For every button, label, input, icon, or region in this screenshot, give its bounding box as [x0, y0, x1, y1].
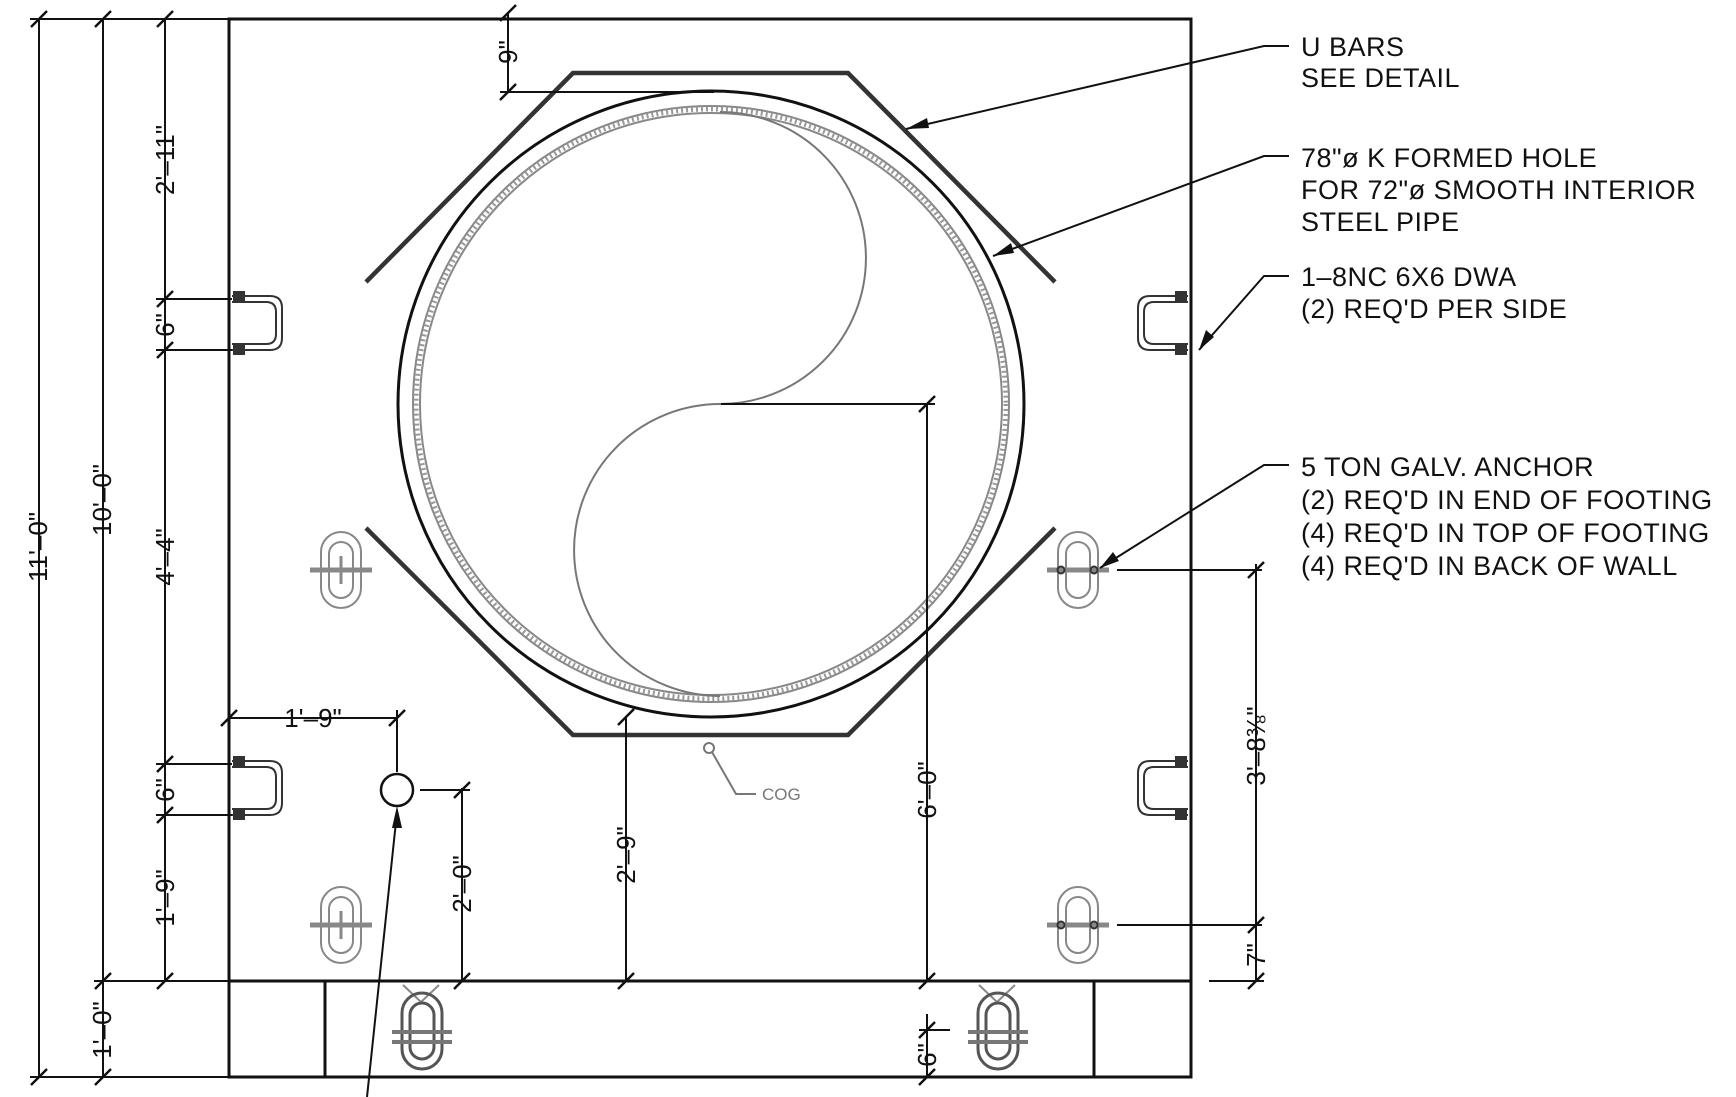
u-bar-bottom [364, 526, 1057, 738]
lifting-hole [379, 772, 415, 808]
dim-ubar-bottom: 6" [150, 778, 180, 802]
dim-pipe-center: 6'–0" [912, 761, 942, 819]
dim-footing: 1'–0" [87, 1001, 117, 1059]
svg-text:1–8NC 6X6 DWA: 1–8NC 6X6 DWA [1301, 262, 1517, 292]
svg-text:(2) REQ'D PER SIDE: (2) REQ'D PER SIDE [1301, 294, 1567, 324]
leader-arrowheads [392, 118, 1214, 828]
dim-hole-offset: 9" [493, 40, 523, 64]
dim-anchor-bottom: 7" [1241, 943, 1271, 967]
note-u-bars: U BARS SEE DETAIL [1301, 32, 1460, 93]
footing-outline [227, 979, 1193, 1079]
leaders [366, 45, 1289, 1097]
svg-text:(4) REQ'D IN BACK OF WALL: (4) REQ'D IN BACK OF WALL [1301, 551, 1678, 581]
u-bars [364, 70, 1057, 738]
dim-ubar-top: 6" [150, 313, 180, 337]
cog-label: COG [762, 785, 801, 804]
dim-pipe-bottom: 2'–9" [611, 826, 641, 884]
svg-text:FOR 72"ø SMOOTH INTERIOR: FOR 72"ø SMOOTH INTERIOR [1301, 175, 1696, 205]
dim-top-to-ubar: 2'–11" [150, 125, 180, 195]
dwa-insert-right-bottom [1137, 756, 1188, 820]
svg-text:STEEL PIPE: STEEL PIPE [1301, 207, 1460, 237]
note-anchor: 5 TON GALV. ANCHOR (2) REQ'D IN END OF F… [1301, 452, 1713, 581]
anchor-footing-left [392, 984, 452, 1071]
dim-hole-x: 1'–9" [284, 703, 342, 733]
dwa-inserts [232, 291, 1188, 820]
dwa-insert-right-top [1137, 291, 1188, 355]
dimension-ticks [30, 4, 1265, 1086]
dim-ubar-gap: 4'–4" [150, 528, 180, 586]
dim-hole-y: 2'–0" [447, 855, 477, 913]
wall-outline [227, 17, 1193, 983]
pipe-wall-hatch [413, 106, 1009, 702]
dim-overall-height: 11'–0" [23, 512, 53, 582]
dim-wall-height: 10'–0" [87, 464, 117, 536]
svg-text:78"ø K FORMED HOLE: 78"ø K FORMED HOLE [1301, 143, 1597, 173]
pipe-s-curve [573, 111, 867, 697]
svg-text:(4) REQ'D IN TOP OF FOOTI: (4) REQ'D IN TOP OF FOOTING [1301, 518, 1710, 548]
dim-footing-anchor: 6" [912, 1043, 942, 1067]
pipe-outer [412, 105, 1010, 703]
svg-text:5 TON GALV. ANCHOR: 5 TON GALV. ANCHOR [1301, 452, 1594, 482]
anchor-right-upper [1047, 531, 1109, 609]
anchor-right-lower [1047, 886, 1109, 964]
u-bar-top [364, 70, 1057, 284]
anchor-left-upper [310, 531, 372, 609]
note-dwa: 1–8NC 6X6 DWA (2) REQ'D PER SIDE [1301, 262, 1567, 324]
cog-marker [703, 742, 756, 795]
anchor-footing-right [968, 984, 1028, 1071]
headwall-outline [227, 17, 1193, 1079]
note-formed-hole: 78"ø K FORMED HOLE FOR 72"ø SMOOTH INTER… [1301, 143, 1696, 237]
dim-anchor-spacing: 3'–8⅜" [1241, 706, 1271, 785]
anchors [310, 531, 1109, 1071]
anchor-left-lower [310, 886, 372, 964]
svg-text:U BARS: U BARS [1301, 32, 1405, 62]
svg-text:SEE DETAIL: SEE DETAIL [1301, 63, 1460, 93]
dwa-insert-left-top [232, 291, 283, 355]
svg-text:(2) REQ'D IN END OF FOOTI: (2) REQ'D IN END OF FOOTING [1301, 485, 1713, 515]
dimension-lines [30, 13, 1264, 1078]
dim-bottom-to-footing: 1'–9" [150, 869, 180, 927]
dwa-insert-left-bottom [232, 756, 283, 820]
